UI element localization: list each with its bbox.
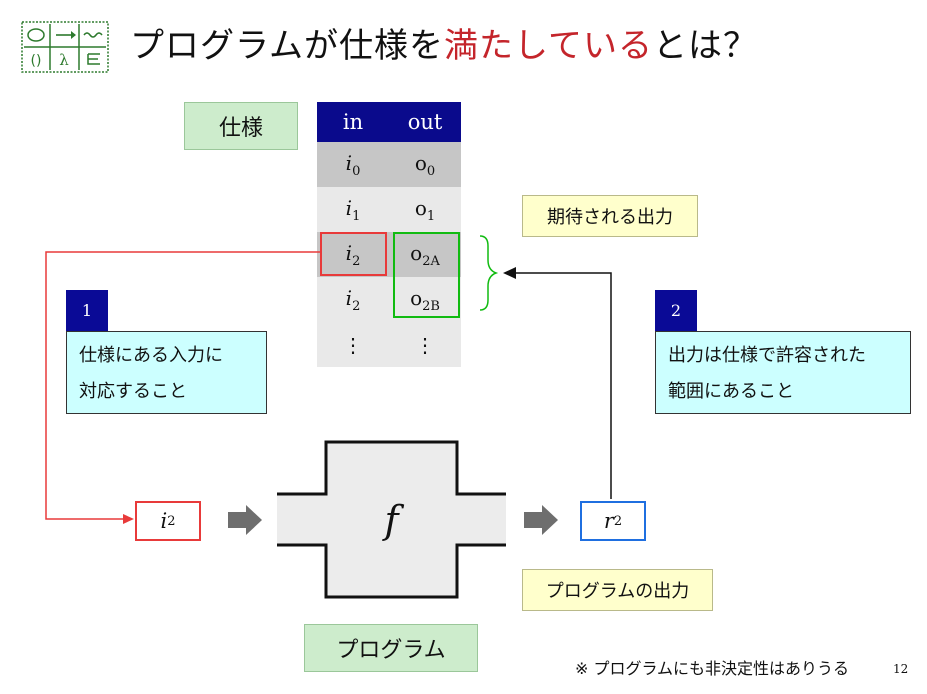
expected-output-label-text: 期待される出力 — [547, 207, 673, 228]
svg-text:(): () — [31, 53, 42, 69]
title-highlight: 満たしている — [443, 26, 653, 66]
program-label: プログラム — [304, 624, 478, 672]
callout-1-number: 1 — [66, 290, 108, 331]
output-connector-arrowhead — [503, 267, 516, 279]
callout-1-line-1: 仕様にある入力に — [79, 345, 223, 366]
program-shape — [277, 442, 506, 597]
table-row: i2 o2B — [317, 277, 461, 322]
table-header-out: out — [389, 102, 461, 142]
spec-label: 仕様 — [184, 102, 298, 150]
table-cell-in: i1 — [317, 187, 389, 232]
table-row: i1 o1 — [317, 187, 461, 232]
table-cell-out: o1 — [389, 187, 461, 232]
table-cell-in: i0 — [317, 142, 389, 187]
lambda-logo-icon: () λ — [21, 21, 109, 73]
table-cell-in: i2 — [317, 277, 389, 322]
callout-2-box: 出力は仕様で許容された 範囲にあること — [655, 331, 911, 414]
svg-text:λ: λ — [59, 51, 69, 69]
table-row-ellipsis: ⋮ ⋮ — [317, 322, 461, 367]
program-function-text: f — [384, 498, 399, 542]
program-output-label-text: プログラムの出力 — [545, 581, 690, 602]
program-shape-outline-top — [277, 440, 506, 496]
expected-output-label: 期待される出力 — [522, 195, 698, 237]
callout-2-line-2: 範囲にあること — [668, 381, 794, 402]
table-cell-in: i2 — [317, 232, 389, 277]
callout-1-line-2: 対応すること — [79, 381, 187, 402]
slide-title: プログラムが仕様を満たしているとは？ — [130, 24, 758, 68]
spec-table: in out i0 o0 i1 o1 i2 o2A i2 o2B ⋮ ⋮ — [317, 102, 461, 367]
table-cell-out: o0 — [389, 142, 461, 187]
expected-output-highlight — [393, 232, 460, 318]
selected-input-highlight — [320, 232, 387, 276]
callout-1-number-text: 1 — [81, 301, 93, 320]
output-connector-line — [516, 272, 612, 499]
ellipsis-in: ⋮ — [317, 322, 389, 367]
program-function-symbol: f — [326, 490, 457, 550]
expected-output-brace — [479, 235, 499, 311]
ellipsis-out: ⋮ — [389, 322, 461, 367]
table-row: i0 o0 — [317, 142, 461, 187]
table-cell-out: o2B — [389, 277, 461, 322]
callout-2-line-1: 出力は仕様で許容された — [668, 345, 866, 366]
program-label-text: プログラム — [336, 638, 446, 663]
flow-arrow-out-icon — [524, 505, 558, 535]
page-number: 12 — [893, 662, 909, 676]
title-part-1: プログラムが仕様を — [130, 26, 444, 66]
table-row: i2 o2A — [317, 232, 461, 277]
table-header-in: in — [317, 102, 389, 142]
input-connector-arrowhead — [123, 514, 134, 524]
flow-arrow-in-icon — [228, 505, 262, 535]
title-part-2: とは？ — [652, 26, 758, 66]
callout-2-number: 2 — [655, 290, 697, 331]
program-shape-outline-bottom — [277, 543, 506, 599]
program-output-label: プログラムの出力 — [522, 569, 713, 611]
callout-2-number-text: 2 — [670, 301, 682, 320]
input-connector-line — [45, 251, 320, 520]
table-cell-out: o2A — [389, 232, 461, 277]
callout-1-box: 仕様にある入力に 対応すること — [66, 331, 267, 414]
footnote: ※ プログラムにも非決定性はありうる — [574, 659, 849, 678]
spec-label-text: 仕様 — [218, 116, 263, 141]
